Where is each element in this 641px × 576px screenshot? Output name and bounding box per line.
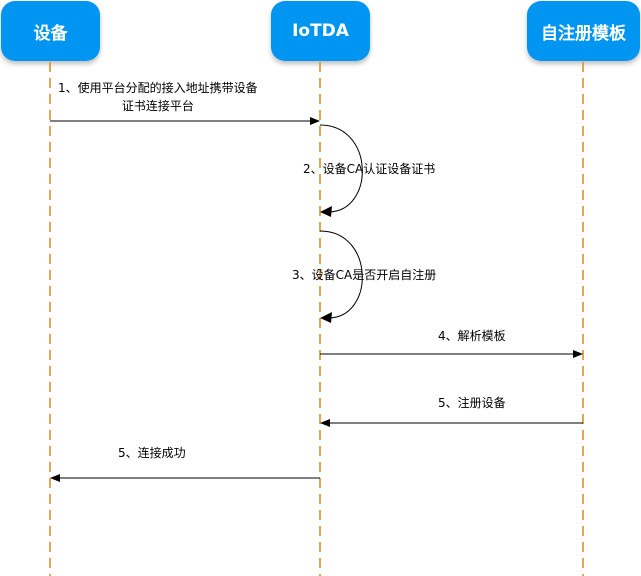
arrowhead-msg4 [573, 350, 583, 358]
message-3-label: 3、设备CA是否开启自注册 [292, 268, 437, 282]
self-loop-msg2 [319, 124, 363, 213]
arrowhead-msg2 [320, 206, 332, 217]
participant-iotda: IoTDA [292, 21, 349, 41]
arrowhead-msg6 [50, 474, 60, 482]
message-1-line1: 1、使用平台分配的接入地址携带设备 [58, 81, 258, 95]
message-6-label: 5、连接成功 [118, 446, 186, 460]
arrowhead-msg5 [320, 419, 330, 427]
participant-box-template [527, 1, 640, 61]
participant-box-device [1, 1, 100, 61]
self-loop-msg3 [319, 230, 363, 319]
arrowhead-msg1 [310, 117, 320, 125]
message-1-line2: 证书连接平台 [121, 99, 194, 113]
message-4-label: 4、解析模板 [438, 329, 506, 343]
message-5-label: 5、注册设备 [438, 396, 506, 410]
participant-template: 自注册模板 [541, 23, 626, 44]
participant-device: 设备 [33, 23, 68, 44]
participant-box-iotda [271, 1, 370, 61]
message-1-label: 1、使用平台分配的接入地址携带设备 证书连接平台 [58, 79, 258, 115]
arrowhead-msg3 [320, 312, 332, 323]
message-2-label: 2、设备CA认证设备证书 [303, 162, 436, 176]
